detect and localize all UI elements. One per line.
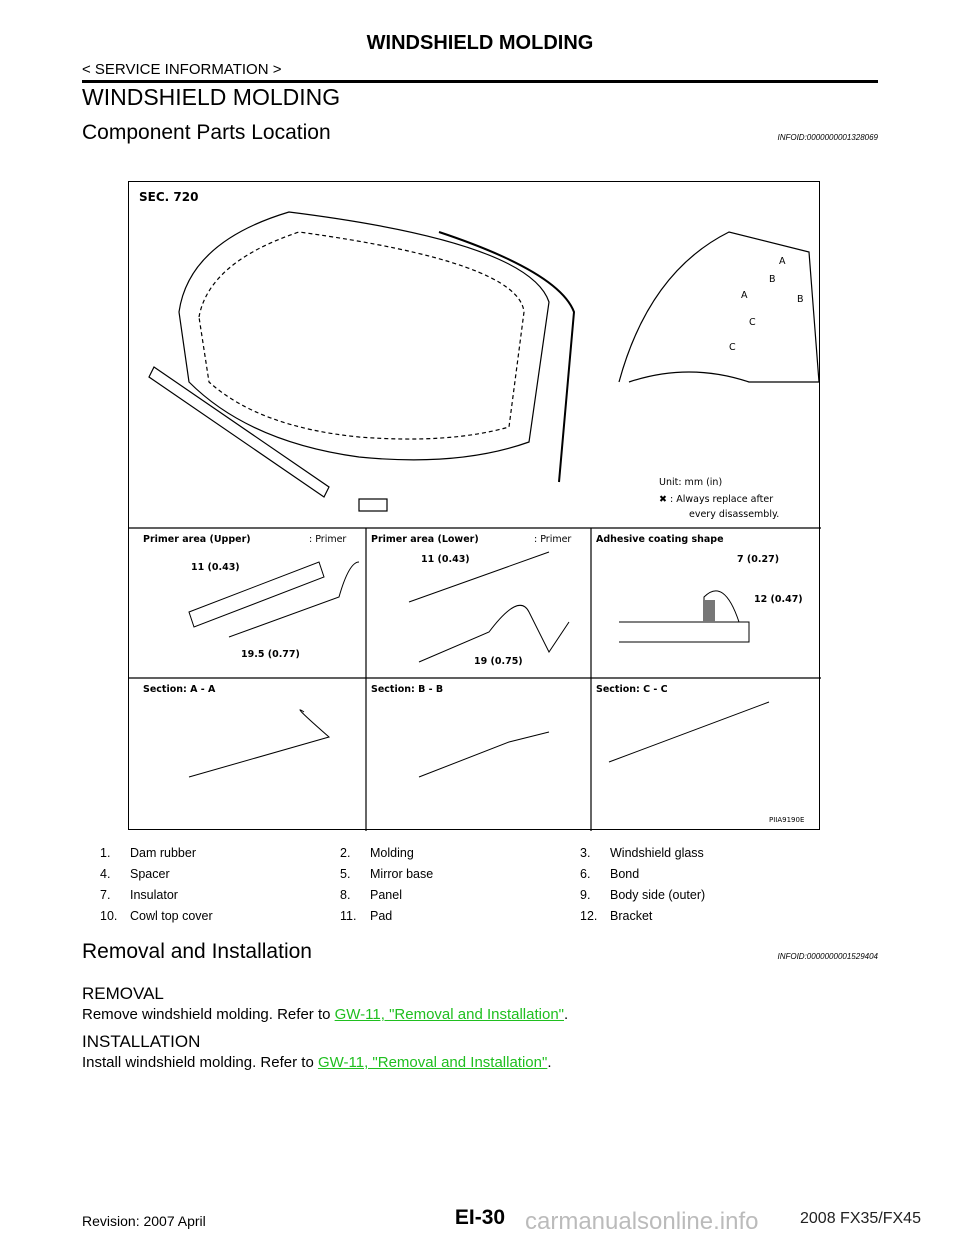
removal-infoid: INFOID:0000000001529404 [777, 952, 878, 961]
legend-label: Panel [370, 888, 402, 902]
component-diagram: SEC. 720 Unit: mm (in) ✖ : Always replac… [128, 181, 821, 831]
unit-label: Unit: mm (in) [659, 477, 723, 488]
dimension: 11 (0.43) [191, 562, 240, 573]
installation-title: INSTALLATION [82, 1032, 201, 1051]
cell-primer-upper: Primer area (Upper) [143, 534, 251, 545]
replace-icon: ✖ [659, 494, 667, 505]
legend-number: 11. [340, 909, 357, 923]
legend-label: Cowl top cover [130, 909, 213, 923]
footer-page-number: EI-30 [454, 1206, 506, 1229]
legend-number: 5. [340, 867, 351, 881]
legend-label: Bond [610, 867, 640, 881]
legend-row: 1. Dam rubber 2. Molding 3. Windshield glas… [100, 846, 820, 867]
running-header-section: < SERVICE INFORMATION > [82, 61, 282, 78]
cell-section-c: Section: C - C [596, 684, 668, 695]
figure-code: PIIA9190E [769, 816, 805, 824]
cell-section-a: Section: A - A [143, 684, 216, 695]
legend-row: 7. Insulator 8. Panel 9. Body side (outer) [100, 888, 820, 909]
legend-number: 3. [580, 846, 591, 860]
view-letter: C [749, 317, 756, 328]
replace-note: ✖ : Always replace after [659, 494, 773, 505]
replace-note-text: : Always replace after [670, 494, 774, 505]
legend-label: Molding [370, 846, 414, 860]
legend-number: 4. [100, 867, 111, 881]
component-infoid: INFOID:0000000001328069 [777, 133, 878, 142]
removal-title: REMOVAL [82, 984, 164, 1003]
parts-legend: 1. Dam rubber 2. Molding 3. Windshield glas… [100, 846, 820, 930]
dimension: 19 (0.75) [474, 656, 523, 667]
legend-label: Insulator [130, 888, 178, 902]
view-letter: A [741, 290, 748, 301]
dimension: 19.5 (0.77) [241, 649, 300, 660]
removal-heading: Removal and Installation [82, 940, 312, 963]
legend-label: Mirror base [370, 867, 434, 881]
legend-number: 12. [580, 909, 598, 923]
dimension: 7 (0.27) [737, 554, 780, 565]
legend-number: 2. [340, 846, 351, 860]
legend-number: 7. [100, 888, 111, 902]
installation-sentence: Install windshield molding. Refer to [82, 1054, 318, 1071]
footer-model: 2008 FX35/FX45 [800, 1210, 921, 1227]
legend-label: Windshield glass [610, 846, 704, 860]
component-heading: Component Parts Location [82, 121, 331, 144]
legend-row: 4. Spacer 5. Mirror base 6. Bond [100, 867, 820, 888]
running-header-title: WINDSHIELD MOLDING [366, 32, 594, 54]
section-number: SEC. 720 [139, 190, 199, 204]
cell-adhesive: Adhesive coating shape [596, 534, 724, 545]
removal-link[interactable]: GW-11, "Removal and Installation" [334, 1006, 564, 1023]
legend-number: 9. [580, 888, 591, 902]
diagram-lines [129, 211, 821, 831]
primer-key: : Primer [309, 534, 347, 545]
cell-primer-lower: Primer area (Lower) [371, 534, 479, 545]
removal-text: Remove windshield molding. Refer to GW-1… [82, 1006, 568, 1023]
dimension: 12 (0.47) [754, 594, 803, 605]
cell-section-b: Section: B - B [371, 684, 444, 695]
header-rule [82, 80, 878, 83]
dimension: 11 (0.43) [421, 554, 470, 565]
legend-label: Pad [370, 909, 393, 923]
installation-link[interactable]: GW-11, "Removal and Installation" [317, 1054, 548, 1071]
view-letter: B [769, 274, 776, 285]
legend-number: 1. [100, 846, 111, 860]
legend-label: Spacer [130, 867, 170, 881]
legend-label: Dam rubber [130, 846, 196, 860]
page-title: WINDSHIELD MOLDING [82, 84, 341, 110]
removal-sentence: Remove windshield molding. Refer to [82, 1006, 335, 1023]
view-letter: C [729, 342, 736, 353]
watermark: carmanualsonline.info [525, 1208, 759, 1235]
primer-key: : Primer [534, 534, 572, 545]
view-letter: B [797, 294, 804, 305]
legend-number: 8. [340, 888, 351, 902]
legend-row: 10. Cowl top cover 11. Pad 12. Bracket [100, 909, 820, 930]
legend-label: Body side (outer) [610, 888, 706, 902]
legend-label: Bracket [610, 909, 653, 923]
period: . [564, 1006, 569, 1023]
view-letter: A [779, 256, 786, 267]
replace-note-2: every disassembly. [689, 509, 780, 520]
installation-text: Install windshield molding. Refer to GW-… [82, 1054, 552, 1071]
footer-revision: Revision: 2007 April [82, 1213, 206, 1229]
period: . [547, 1054, 552, 1071]
legend-number: 6. [580, 867, 591, 881]
legend-number: 10. [100, 909, 118, 923]
